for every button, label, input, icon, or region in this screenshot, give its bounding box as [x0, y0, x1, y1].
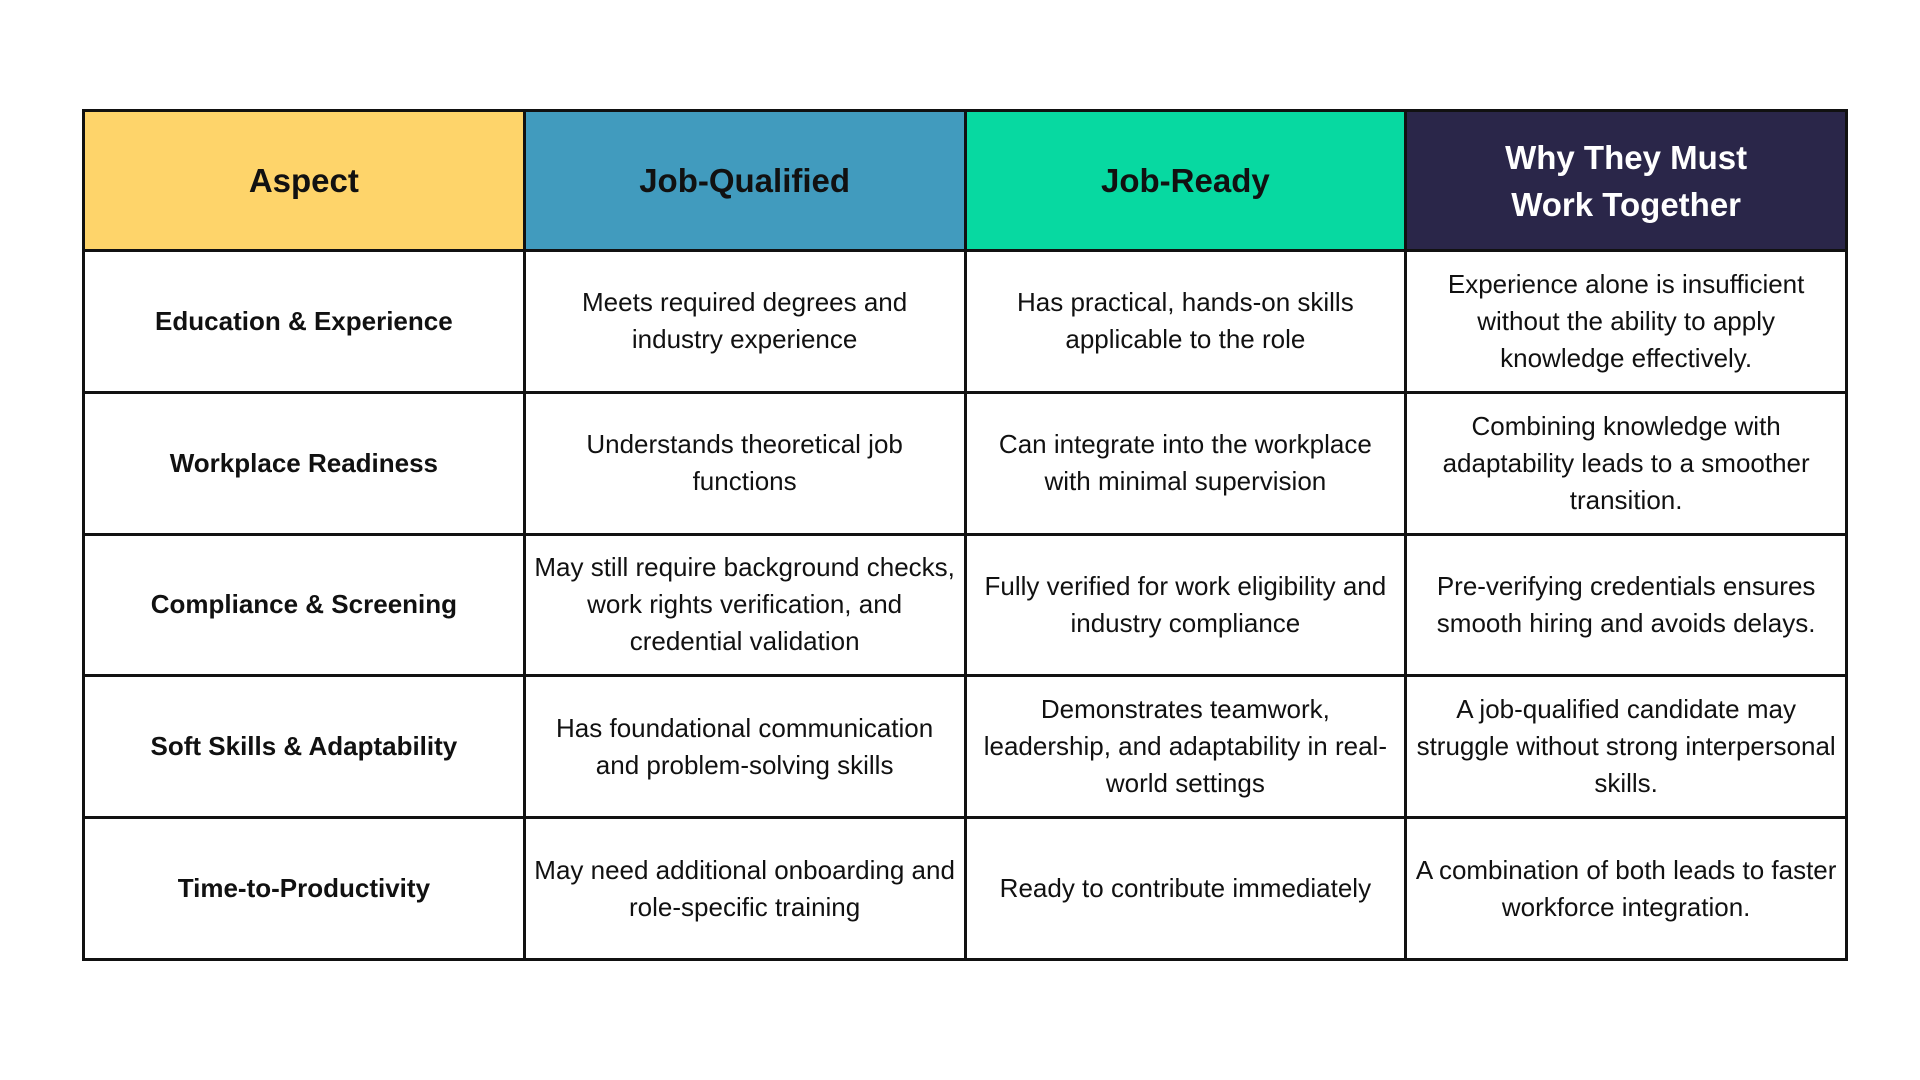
job-ready-cell: Fully verified for work eligibility and …: [963, 532, 1408, 678]
header-aspect: Aspect: [82, 109, 526, 252]
aspect-cell: Workplace Readiness: [82, 390, 526, 536]
comparison-table: Aspect Job-Qualified Job-Ready Why They …: [82, 109, 1848, 961]
why-cell: A job-qualified candidate may struggle w…: [1404, 674, 1848, 820]
table-body: Education & Experience Meets required de…: [82, 249, 1848, 961]
table-row: Workplace Readiness Understands theoreti…: [82, 390, 1848, 536]
job-qualified-cell: May still require background checks, wor…: [522, 532, 967, 678]
why-cell: A combination of both leads to faster wo…: [1404, 816, 1848, 961]
job-qualified-cell: Meets required degrees and industry expe…: [522, 249, 967, 394]
aspect-cell: Soft Skills & Adaptability: [82, 674, 526, 820]
table-row: Soft Skills & Adaptability Has foundatio…: [82, 674, 1848, 820]
job-qualified-cell: Has foundational communication and probl…: [522, 674, 967, 820]
aspect-cell: Time-to-Productivity: [82, 816, 526, 961]
header-why-line-1: Why They Must: [1505, 138, 1748, 176]
job-ready-cell: Can integrate into the workplace with mi…: [963, 390, 1408, 536]
job-ready-cell: Has practical, hands-on skills applicabl…: [963, 249, 1408, 394]
header-job-ready: Job-Ready: [963, 109, 1408, 252]
job-qualified-cell: May need additional onboarding and role-…: [522, 816, 967, 961]
job-ready-cell: Ready to contribute immediately: [963, 816, 1408, 961]
header-job-qualified: Job-Qualified: [522, 109, 967, 252]
table-row: Education & Experience Meets required de…: [82, 249, 1848, 394]
header-row: Aspect Job-Qualified Job-Ready Why They …: [82, 109, 1848, 252]
aspect-cell: Compliance & Screening: [82, 532, 526, 678]
header-why-line-2: Work Together: [1511, 185, 1742, 223]
header-why-together: Why They Must Work Together: [1404, 109, 1848, 252]
job-ready-cell: Demonstrates teamwork, leadership, and a…: [963, 674, 1408, 820]
why-cell: Pre-verifying credentials ensures smooth…: [1404, 532, 1848, 678]
table-header: Aspect Job-Qualified Job-Ready Why They …: [82, 109, 1848, 252]
table-row: Compliance & Screening May still require…: [82, 532, 1848, 678]
why-cell: Combining knowledge with adaptability le…: [1404, 390, 1848, 536]
table-row: Time-to-Productivity May need additional…: [82, 816, 1848, 961]
aspect-cell: Education & Experience: [82, 249, 526, 394]
why-cell: Experience alone is insufficient without…: [1404, 249, 1848, 394]
job-qualified-cell: Understands theoretical job functions: [522, 390, 967, 536]
